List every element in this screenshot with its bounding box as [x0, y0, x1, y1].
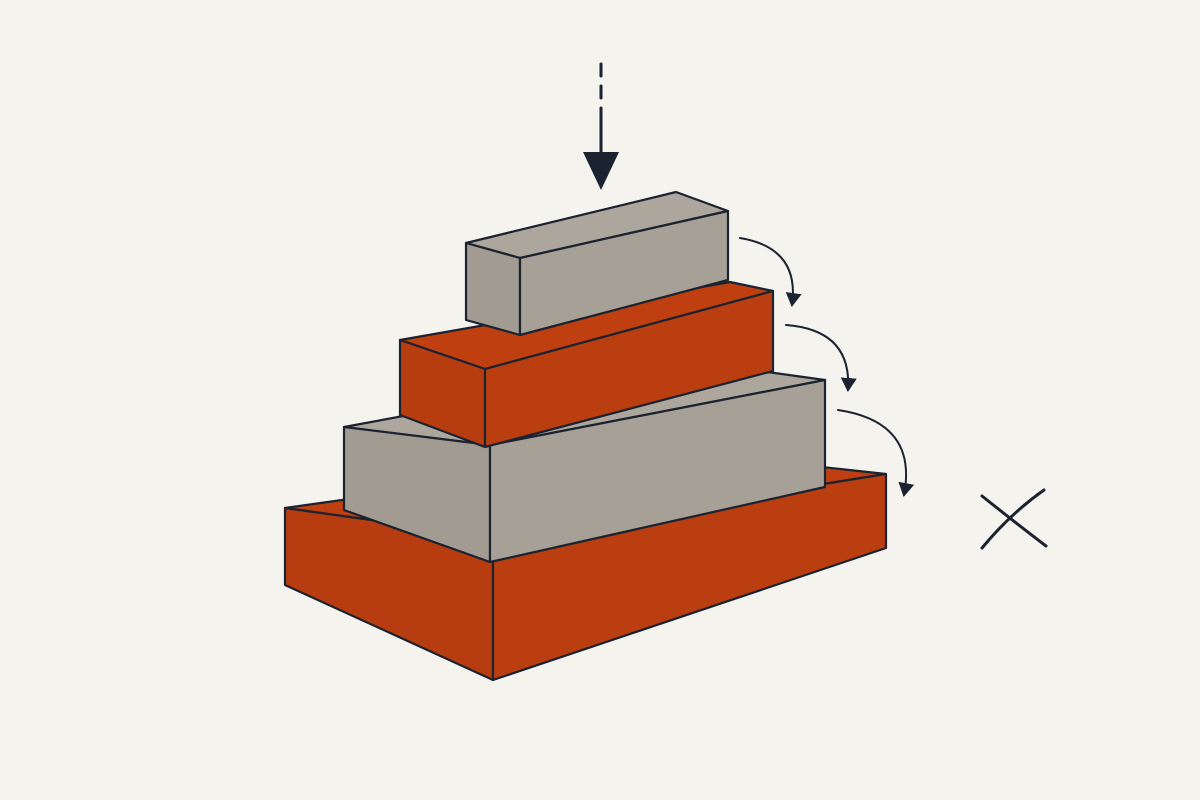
block-tier-2-side — [483, 289, 775, 449]
down-arrow-icon — [583, 62, 619, 190]
block-tier-1 — [464, 190, 730, 337]
x-mark-icon — [980, 488, 1048, 550]
block-tier-1-side — [518, 209, 730, 337]
block-tier-1-front — [464, 241, 522, 337]
curved-arrow-icon — [837, 409, 915, 497]
block-tier-3-side — [488, 378, 827, 564]
curved-arrow-icon — [785, 324, 857, 392]
curved-arrow-icon — [739, 237, 802, 307]
block-tier-2 — [398, 280, 775, 449]
